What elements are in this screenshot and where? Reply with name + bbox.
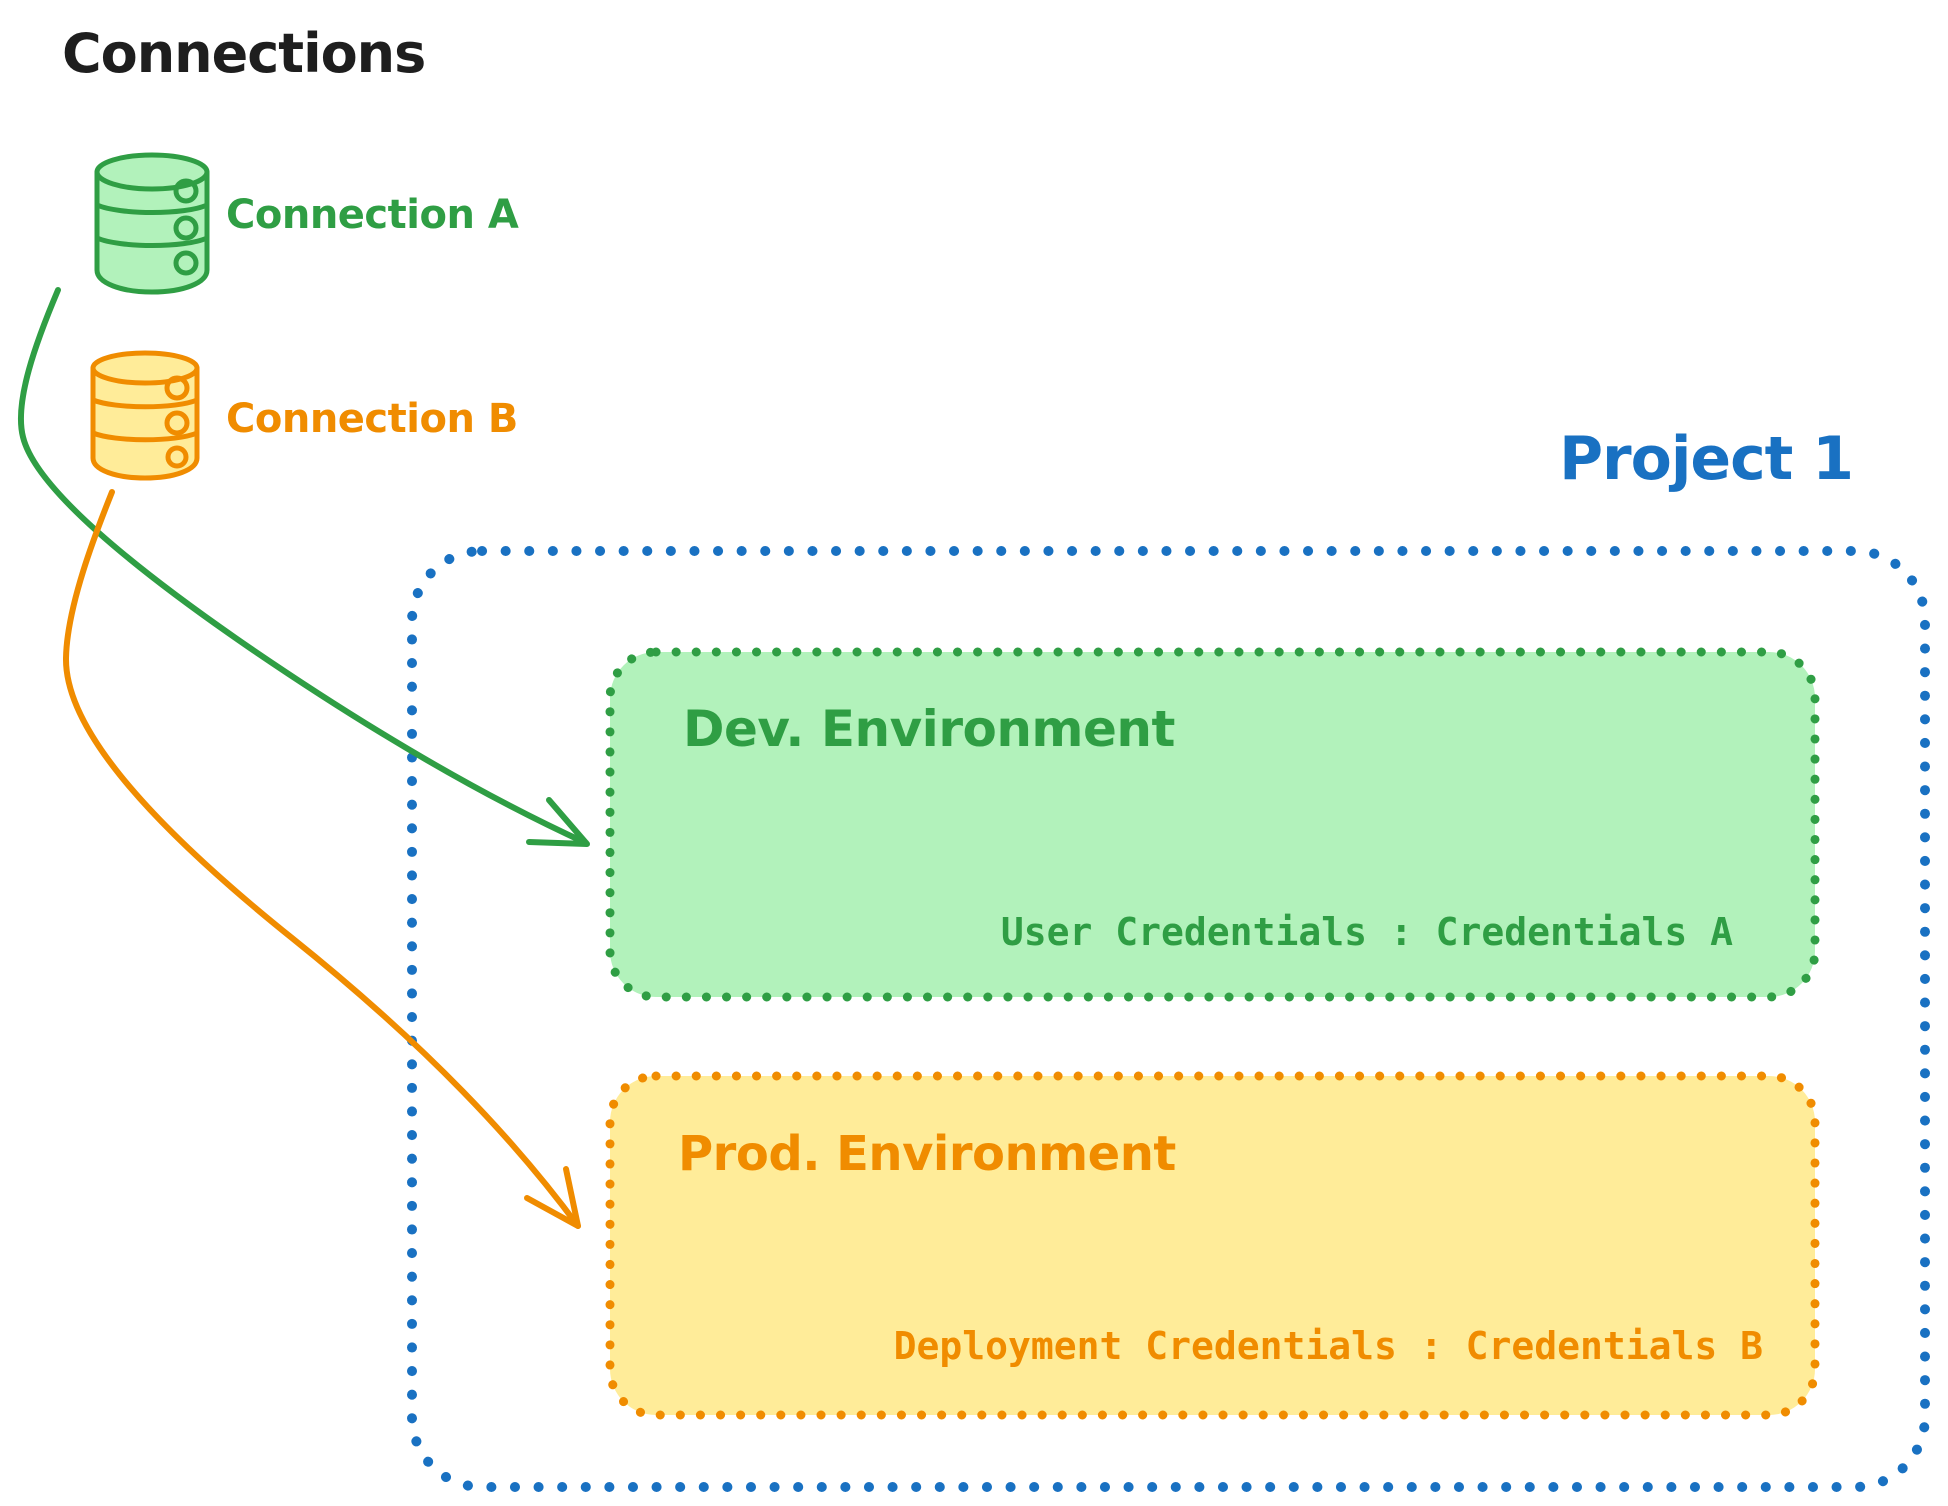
dev-environment-box xyxy=(605,647,1820,1002)
connection-b-label: Connection B xyxy=(226,396,518,442)
page-title: Connections xyxy=(62,22,426,85)
dev-environment-credentials: User Credentials : Credentials A xyxy=(1000,910,1733,954)
connection-a-arrow xyxy=(17,287,590,847)
prod-environment-credentials: Deployment Credentials : Credentials B xyxy=(893,1324,1763,1368)
dev-environment-title: Dev. Environment xyxy=(683,700,1175,758)
connection-b-arrow xyxy=(62,489,581,1229)
database-icon-connection-a xyxy=(94,152,210,295)
connection-a-label: Connection A xyxy=(226,192,519,238)
database-icon-connection-b xyxy=(90,350,200,481)
project-box xyxy=(407,546,1930,1492)
prod-environment-box xyxy=(605,1071,1820,1420)
prod-environment-title: Prod. Environment xyxy=(678,1126,1176,1182)
project-title: Project 1 xyxy=(1559,424,1854,494)
